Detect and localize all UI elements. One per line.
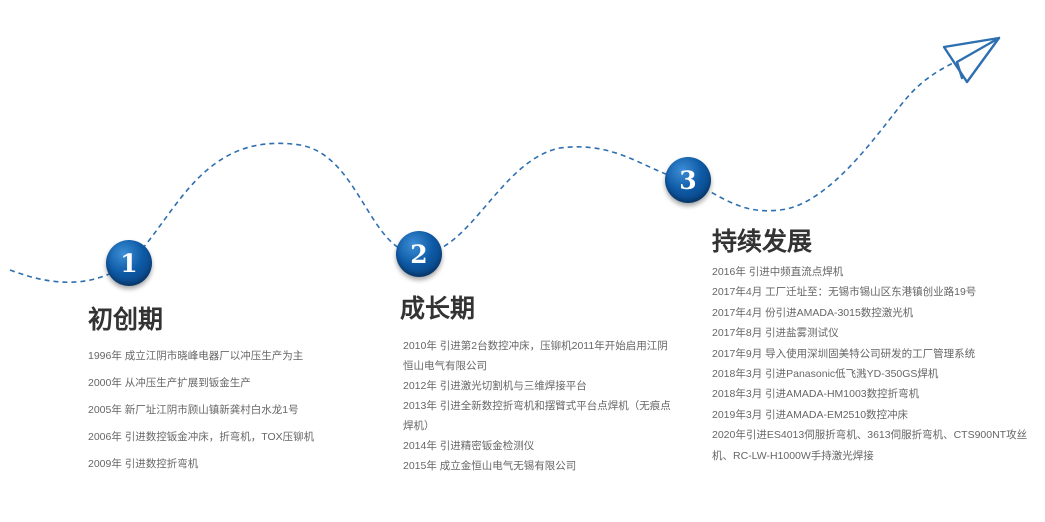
phase-3-number: 3: [679, 165, 697, 195]
event-item: 2018年3月 引进Panasonic低飞溅YD-350GS焊机: [712, 368, 939, 381]
phase-2-marker: 2: [396, 231, 442, 277]
event-item: 2012年 引进激光切割机与三维焊接平台: [403, 380, 587, 392]
event-item: 2005年 新厂址江阴市顾山镇新龚村白水龙1号: [88, 404, 299, 416]
phase-1-number: 1: [120, 248, 138, 278]
phase-3-marker: 3: [665, 157, 711, 203]
phase-2-title: 成长期: [400, 294, 476, 323]
phase-2-number: 2: [410, 239, 428, 269]
phase-3-events: 2016年 引进中频直流点焊机 2017年4月 工厂迁址至：无锡市锡山区东港镇创…: [712, 262, 1032, 466]
phase-2-events: 2010年 引进第2台数控冲床，压铆机2011年开始启用江阴恒山电气有限公司 2…: [403, 336, 673, 476]
event-item: 2018年3月 引进AMADA-HM1003数控折弯机: [712, 388, 920, 401]
phase-1-marker: 1: [106, 240, 152, 286]
event-item: 2010年 引进第2台数控冲床，压铆机2011年开始启用江阴恒山电气有限公司: [403, 340, 668, 372]
paper-plane-icon: [942, 36, 1001, 84]
phase-3-title: 持续发展: [712, 227, 813, 256]
event-item: 2015年 成立金恒山电气无锡有限公司: [403, 460, 577, 472]
event-item: 2000年 从冲压生产扩展到钣金生产: [88, 377, 251, 389]
event-item: 2017年4月 份引进AMADA-3015数控激光机: [712, 306, 914, 319]
event-item: 2019年3月 引进AMADA-EM2510数控冲床: [712, 408, 909, 421]
event-item: 2017年8月 引进盐雾测试仪: [712, 327, 839, 340]
event-item: 2020年引进ES4013伺服折弯机、3613伺服折弯机、CTS900NT攻丝机…: [712, 429, 1028, 462]
phase-1-events: 1996年 成立江阴市晓峰电器厂以冲压生产为主 2000年 从冲压生产扩展到钣金…: [88, 349, 378, 484]
event-item: 2009年 引进数控折弯机: [88, 458, 199, 470]
event-item: 2017年9月 导入使用深圳固美特公司研发的工厂管理系统: [712, 347, 976, 360]
event-item: 2014年 引进精密钣金检测仪: [403, 440, 535, 452]
event-item: 2013年 引进全新数控折弯机和摆臂式平台点焊机（无痕点焊机）: [403, 400, 671, 432]
event-item: 2006年 引进数控钣金冲床，折弯机，TOX压铆机: [88, 431, 315, 443]
event-item: 1996年 成立江阴市晓峰电器厂以冲压生产为主: [88, 350, 304, 362]
event-item: 2016年 引进中频直流点焊机: [712, 266, 844, 278]
event-item: 2017年4月 工厂迁址至：无锡市锡山区东港镇创业路19号: [712, 286, 977, 299]
phase-1-title: 初创期: [88, 305, 164, 334]
dashed-path: [9, 61, 956, 284]
